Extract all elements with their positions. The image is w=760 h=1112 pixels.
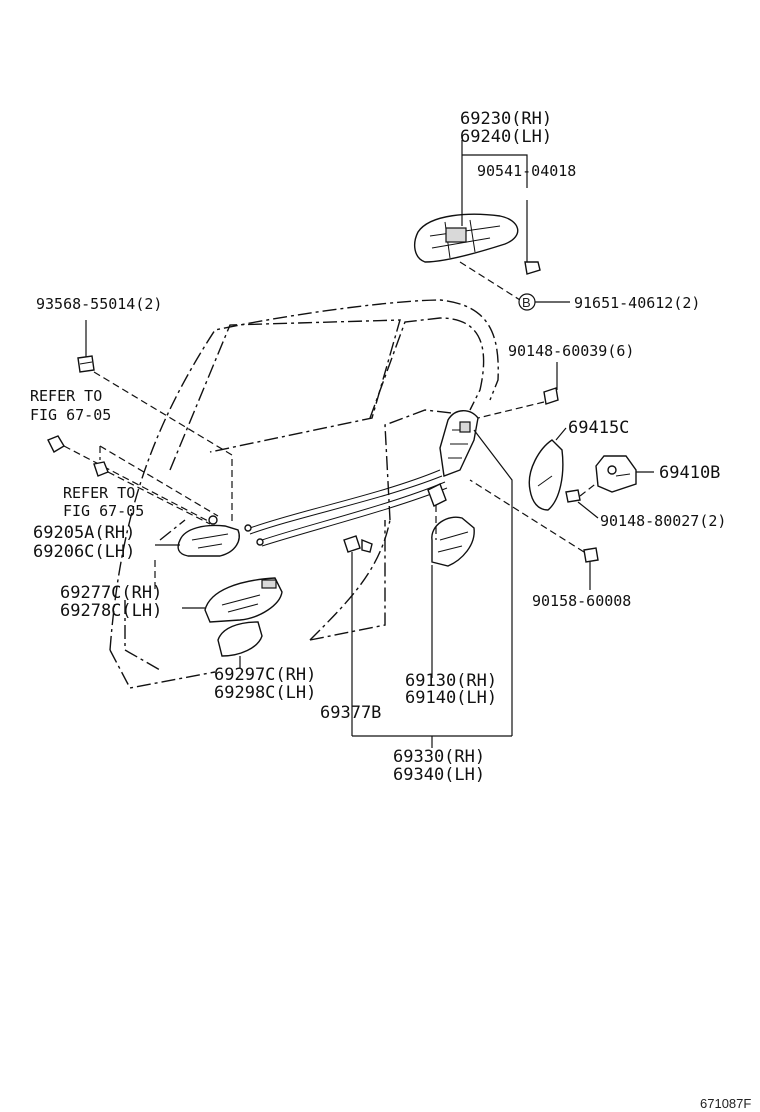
striker-plate: [595, 455, 637, 493]
screw-90148-80027-icon: [565, 489, 581, 503]
inside-handle-bezel: [204, 577, 283, 623]
screw-90541-icon: [524, 261, 541, 275]
door-outline: [109, 299, 499, 689]
screw-90148-60039-icon: [543, 387, 559, 405]
label-69206c: 69206C(LH): [33, 542, 135, 562]
label-69240: 69240(LH): [460, 127, 552, 147]
label-69410b: 69410B: [659, 463, 720, 483]
clip-refer-mid-icon: [93, 461, 109, 477]
label-69277c: 69277C(RH): [60, 583, 162, 603]
label-69205a: 69205A(RH): [33, 523, 135, 543]
part-labels: 69230(RH) 69240(LH) 90541-04018 91651-40…: [30, 109, 751, 1111]
callout-b-text: B: [522, 295, 531, 310]
refer-top-line2: FIG 67-05: [30, 406, 111, 424]
bezel-cover: [217, 621, 263, 657]
bolt-93568-icon: [77, 355, 95, 373]
label-69297c: 69297C(RH): [214, 665, 316, 685]
label-93568: 93568-55014(2): [36, 295, 162, 313]
label-69140: 69140(LH): [405, 688, 497, 708]
label-91651: 91651-40612(2): [574, 294, 700, 312]
door-lock-assembly: [427, 410, 479, 567]
figure-code: 671087F: [700, 1096, 751, 1111]
callout-b-icon: B: [518, 293, 536, 311]
clip-69377b-icon: [343, 535, 373, 553]
label-69415c: 69415C: [568, 418, 629, 438]
clip-refer-top-icon: [47, 435, 65, 453]
label-69278c: 69278C(LH): [60, 601, 162, 621]
label-90541: 90541-04018: [477, 162, 576, 180]
label-69230: 69230(RH): [460, 109, 552, 129]
door-striker: [528, 439, 564, 511]
label-90148-80027: 90148-80027(2): [600, 512, 726, 530]
outside-handle: [413, 213, 519, 263]
label-69298c: 69298C(LH): [214, 683, 316, 703]
label-69340: 69340(LH): [393, 765, 485, 785]
refer-mid-line2: FIG 67-05: [63, 502, 144, 520]
screw-90158-60008-icon: [583, 547, 599, 563]
label-90158: 90158-60008: [532, 592, 631, 610]
refer-top-line1: REFER TO: [30, 387, 102, 405]
inside-handle: [177, 515, 240, 557]
label-90148-60039: 90148-60039(6): [508, 342, 634, 360]
label-69130: 69130(RH): [405, 671, 497, 691]
lock-cables: [244, 469, 448, 547]
refer-mid-line1: REFER TO: [63, 484, 135, 502]
label-69377b: 69377B: [320, 703, 381, 723]
label-69330: 69330(RH): [393, 747, 485, 767]
